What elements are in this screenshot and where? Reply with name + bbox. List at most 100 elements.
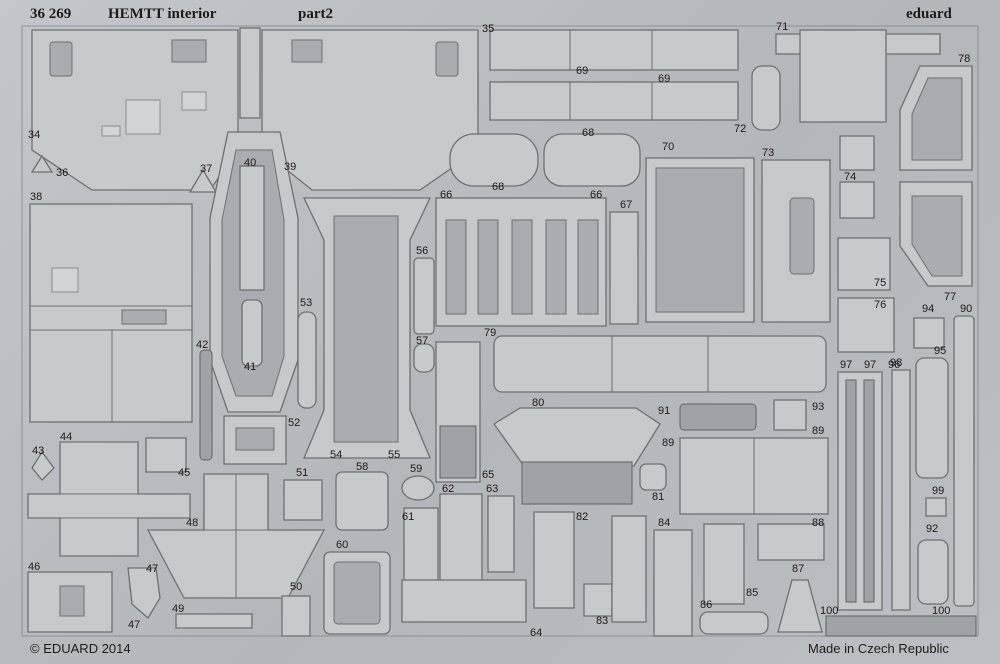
part-68 xyxy=(449,133,539,187)
copyright-text: © EDUARD 2014 xyxy=(30,641,131,656)
part-number-label: 40 xyxy=(244,157,257,169)
part-43 xyxy=(31,450,55,481)
part-40 xyxy=(239,165,265,291)
part-79 xyxy=(493,335,827,393)
part-99 xyxy=(925,497,947,517)
part-number-label: 53 xyxy=(300,297,313,309)
part-number-label: 68 xyxy=(582,127,595,139)
part-76 xyxy=(837,297,895,353)
part-number-label: 90 xyxy=(960,303,973,315)
part-number-label: 74 xyxy=(844,171,857,183)
part-number-label: 34 xyxy=(28,129,41,141)
part-number-label: 60 xyxy=(336,539,349,551)
part-number-label: 47 xyxy=(146,563,159,575)
part-34-cutout-a xyxy=(49,41,73,77)
part-number-label: 83 xyxy=(596,615,609,627)
part-97 xyxy=(837,371,883,611)
part-94 xyxy=(913,317,945,349)
part-35-strip xyxy=(239,27,261,119)
part-number-label: 94 xyxy=(922,303,935,315)
part-number-label: 67 xyxy=(620,199,633,211)
part-number-label: 73 xyxy=(762,147,775,159)
part-number-label: 41 xyxy=(244,361,257,373)
part-number-label: 77 xyxy=(944,291,957,303)
part-number-label: 43 xyxy=(32,445,45,457)
part-35-cutout-a xyxy=(291,39,323,63)
part-number-label: 54 xyxy=(330,449,343,461)
part-number-label: 78 xyxy=(958,53,971,65)
part-number-label: 76 xyxy=(874,299,887,311)
part-number-label: 84 xyxy=(658,517,671,529)
part-69 xyxy=(489,29,739,71)
part-50 xyxy=(281,595,311,637)
part-number-label: 37 xyxy=(200,163,213,175)
part-71-box xyxy=(799,29,887,123)
part-84 xyxy=(653,529,693,637)
part-number-label: 51 xyxy=(296,467,309,479)
part-95 xyxy=(915,357,949,479)
part-68b xyxy=(543,133,641,187)
part-number-label: 68 xyxy=(492,181,505,193)
part-87 xyxy=(777,579,823,633)
part-number-label: 63 xyxy=(486,483,499,495)
part-number-label: 57 xyxy=(416,335,429,347)
part-74 xyxy=(839,135,875,171)
part-number-label: 91 xyxy=(658,405,671,417)
part-93 xyxy=(773,399,807,431)
part-34-detail-a xyxy=(125,99,161,135)
part-38-detail xyxy=(51,267,79,293)
part-34-detail-b xyxy=(181,91,207,111)
part-number-label: 59 xyxy=(410,463,423,475)
part-65-grid xyxy=(439,425,477,479)
part-38 xyxy=(29,203,193,423)
part-number-label: 39 xyxy=(284,161,297,173)
part-38-grille xyxy=(121,309,167,325)
part-80 xyxy=(493,407,661,467)
fret-title: HEMTT interior xyxy=(108,6,217,22)
part-number-label: 87 xyxy=(792,563,805,575)
part-number-label: 97 xyxy=(864,359,877,371)
part-number-label: 71 xyxy=(776,21,789,33)
part-34-cutout-b xyxy=(171,39,207,63)
fret-part: part2 xyxy=(298,6,333,22)
part-number-label: 93 xyxy=(812,401,825,413)
part-number-label: 100 xyxy=(820,605,839,617)
part-number-label: 75 xyxy=(874,277,887,289)
part-51 xyxy=(283,479,323,521)
part-number-label: 85 xyxy=(746,587,759,599)
part-number-label: 38 xyxy=(30,191,43,203)
part-42 xyxy=(199,349,213,461)
part-number-label: 44 xyxy=(60,431,73,443)
part-number-label: 35 xyxy=(482,23,495,35)
part-number-label: 81 xyxy=(652,491,665,503)
part-75 xyxy=(837,237,891,291)
part-number-label: 36 xyxy=(56,167,69,179)
part-74b xyxy=(839,181,875,219)
part-58 xyxy=(335,471,389,531)
part-67 xyxy=(609,211,639,325)
part-47 xyxy=(127,567,161,620)
part-92 xyxy=(917,539,949,605)
part-86 xyxy=(699,611,769,635)
fret-code: 36 269 xyxy=(30,6,72,22)
part-number-label: 72 xyxy=(734,123,747,135)
fret-frame xyxy=(21,25,979,637)
part-54-inner xyxy=(333,215,399,443)
part-number-label: 65 xyxy=(482,469,495,481)
part-88 xyxy=(757,523,825,561)
part-number-label: 47 xyxy=(128,619,141,631)
part-number-label: 88 xyxy=(812,517,825,529)
part-100 xyxy=(825,615,977,637)
part-81 xyxy=(639,463,667,491)
part-52-slot xyxy=(235,427,275,451)
part-number-label: 99 xyxy=(932,485,945,497)
part-number-label: 46 xyxy=(28,561,41,573)
part-72 xyxy=(751,65,781,131)
part-98 xyxy=(891,369,911,611)
part-57 xyxy=(413,343,435,373)
part-56 xyxy=(413,257,435,335)
part-59 xyxy=(401,475,435,501)
part-number-label: 96 xyxy=(888,359,901,371)
part-number-label: 48 xyxy=(186,517,199,529)
part-number-label: 97 xyxy=(840,359,853,371)
